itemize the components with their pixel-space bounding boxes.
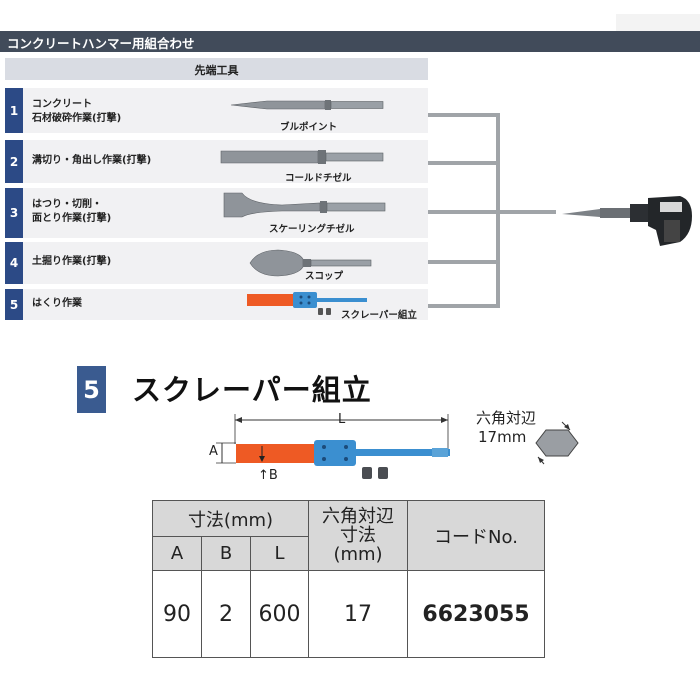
col-b-header: B — [201, 536, 251, 571]
row-label-line: コンクリート — [32, 99, 92, 110]
row-number-badge: 4 — [5, 242, 23, 284]
tool-row-1: 1 コンクリート 石材破砕作業(打撃) ブルポイント — [5, 88, 428, 133]
dimension-A-label: A — [209, 444, 218, 459]
bolt-parts-icon — [318, 308, 331, 315]
dimensions-header: 寸法(mm) — [152, 500, 309, 537]
hex-header-line: (mm) — [333, 544, 383, 565]
tool-row-4: 4 土掘り作業(打撃) スコップ — [5, 242, 428, 284]
code-header: コードNo. — [407, 500, 545, 571]
col-l-header: L — [250, 536, 309, 571]
cold-chisel-image — [220, 150, 384, 164]
dimension-L-label: L — [338, 412, 346, 427]
tool-row-3: 3 はつり・切削・ 面とり作業(打撃) スケーリングチゼル — [5, 188, 428, 238]
row-label-line: 面とり作業(打撃) — [32, 213, 112, 224]
hexagon-icon — [535, 421, 579, 465]
value-hex: 17 — [308, 570, 408, 658]
tool-name: スケーリングチゼル — [269, 224, 355, 235]
row-label: はくり作業 — [32, 297, 82, 311]
row-number-badge: 2 — [5, 140, 23, 183]
hex-size-label-line: 六角対辺 — [476, 409, 537, 427]
tools-column-header-label: 先端工具 — [194, 64, 239, 77]
section-header-title: コンクリートハンマー用組合わせ — [7, 36, 195, 51]
col-a-header: A — [152, 536, 202, 571]
hex-size-label: 六角対辺 17mm — [476, 409, 536, 447]
scaling-chisel-image — [223, 192, 386, 218]
tool-name: スクレーパー組立 — [341, 310, 417, 321]
dimension-B-label: ↑B — [258, 468, 278, 483]
row-label-line: 石材破砕作業(打撃) — [32, 113, 122, 124]
row-number-badge: 1 — [5, 88, 23, 133]
row-label: はつり・切削・ 面とり作業(打撃) — [32, 198, 111, 226]
tool-name: ブルポイント — [280, 122, 338, 133]
section-title: スクレーパー組立 — [132, 373, 372, 407]
scraper-thumbnail-image — [247, 292, 367, 308]
shovel-image — [249, 249, 372, 277]
tool-name: スコップ — [305, 271, 344, 282]
value-l: 600 — [250, 570, 309, 658]
row-label-line: はつり・切削・ — [32, 199, 102, 210]
row-label-line: 溝切り・角出し作業(打撃) — [32, 155, 152, 166]
row-number-badge: 5 — [5, 289, 23, 320]
tool-name: コールドチゼル — [285, 173, 352, 184]
row-label-line: 土掘り作業(打撃) — [32, 256, 112, 267]
tool-row-5: 5 はくり作業 スクレーパー組立 — [5, 289, 428, 321]
hex-header-line: 六角対辺 — [322, 506, 394, 527]
row-label: 溝切り・角出し作業(打撃) — [32, 154, 151, 168]
section-number-badge: 5 — [77, 366, 106, 413]
spec-table: 寸法(mm) 六角対辺 寸法 (mm) コードNo. A B L 90 2 60… — [152, 500, 545, 658]
row-label-line: はくり作業 — [32, 298, 82, 309]
value-b: 2 — [201, 570, 251, 658]
row-number-badge: 3 — [5, 188, 23, 238]
tools-column-header: 先端工具 — [5, 58, 428, 80]
section-header-bar: コンクリートハンマー用組合わせ — [0, 31, 700, 52]
value-code: 6623055 — [407, 570, 545, 658]
scraper-diagram — [216, 414, 450, 479]
bull-point-image — [230, 100, 384, 110]
tool-row-2: 2 溝切り・角出し作業(打撃) コールドチゼル — [5, 140, 428, 184]
hex-size-label-line: 17mm — [478, 428, 527, 446]
hammer-drill-image — [562, 196, 692, 246]
value-a: 90 — [152, 570, 202, 658]
hex-header: 六角対辺 寸法 (mm) — [308, 500, 408, 571]
row-label: コンクリート 石材破砕作業(打撃) — [32, 98, 121, 126]
hex-header-line: 寸法 — [340, 525, 376, 546]
row-label: 土掘り作業(打撃) — [32, 255, 111, 269]
